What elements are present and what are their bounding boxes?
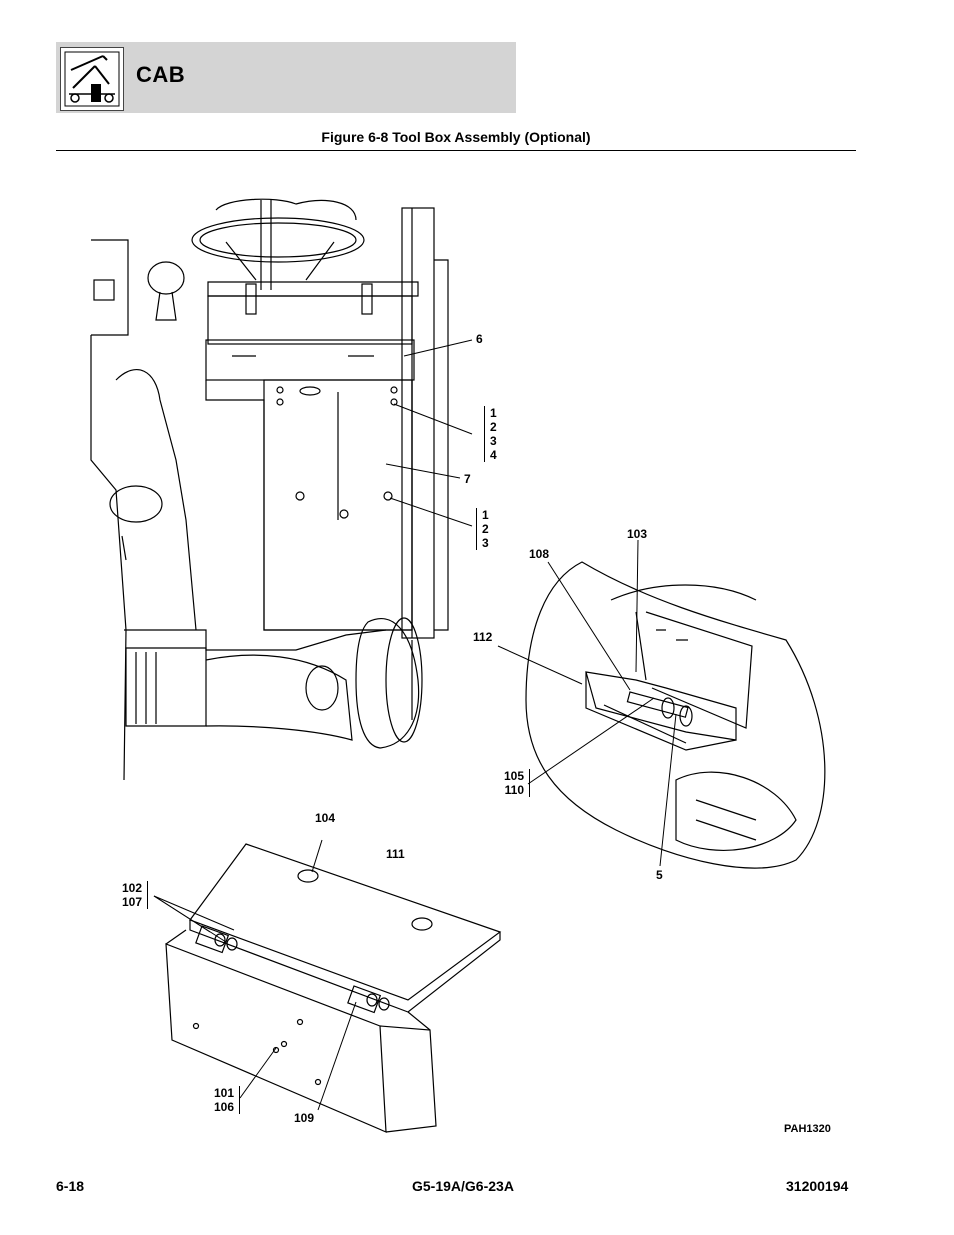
- callout-103: 103: [627, 527, 648, 541]
- callout-108: 108: [529, 547, 550, 561]
- callout-group-102-107: 102 107: [110, 881, 148, 909]
- callout-2: 2: [490, 420, 497, 434]
- callout-101: 101: [213, 1086, 234, 1100]
- header-rule: [56, 150, 856, 151]
- tool-box-assembly-drawing: [90, 198, 826, 1133]
- callout-106: 106: [213, 1100, 234, 1114]
- callout-102: 102: [121, 881, 142, 895]
- callout-5: 5: [656, 868, 663, 882]
- callout-group-1-2-3-4: 1 2 3 4: [484, 406, 506, 462]
- callout-group-1-2-3: 1 2 3: [476, 508, 498, 550]
- callout-111: 111: [386, 847, 405, 861]
- callout-112: 112: [473, 630, 493, 644]
- telehandler-machine-icon: [60, 47, 124, 111]
- callout-group-105-110: 105 110: [500, 769, 530, 797]
- callout-2b: 2: [482, 522, 489, 536]
- callout-3: 3: [490, 434, 497, 448]
- callout-group-101-106: 101 106: [204, 1086, 240, 1114]
- header-band: [56, 42, 516, 113]
- model-number: G5-19A/G6-23A: [412, 1178, 514, 1194]
- drawing-id: PAH1320: [784, 1123, 831, 1135]
- callout-110: 110: [504, 783, 524, 797]
- doc-number: 31200194: [786, 1178, 849, 1194]
- callout-107: 107: [121, 895, 142, 909]
- detail-circle-view: [525, 561, 826, 869]
- callout-7: 7: [464, 472, 471, 486]
- callout-104: 104: [315, 811, 336, 825]
- callout-1b: 1: [482, 508, 489, 522]
- callout-3b: 3: [482, 536, 489, 550]
- figure-title: Figure 6-8 Tool Box Assembly (Optional): [321, 129, 591, 145]
- callout-105: 105: [503, 769, 524, 783]
- callout-1: 1: [490, 406, 497, 420]
- callout-109: 109: [294, 1111, 315, 1125]
- callout-6: 6: [476, 332, 483, 346]
- callout-4: 4: [490, 448, 497, 462]
- page-number: 6-18: [56, 1178, 85, 1194]
- section-title: CAB: [136, 62, 186, 87]
- leader-lines: [153, 339, 677, 1111]
- cab-interior-view: [90, 198, 449, 781]
- exploded-tool-box-view: [165, 843, 502, 1133]
